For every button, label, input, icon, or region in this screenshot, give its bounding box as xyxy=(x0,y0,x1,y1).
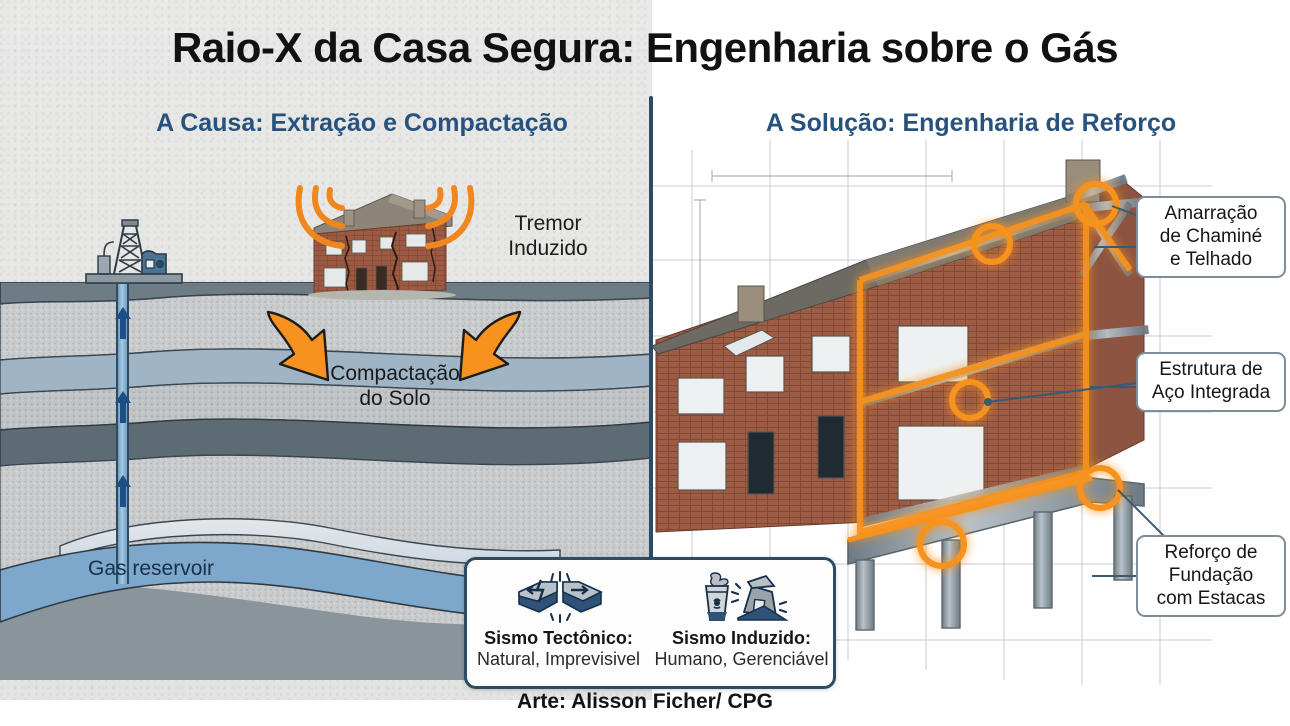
leader-line-1 xyxy=(1094,246,1138,248)
industrial-plant-collapsing-house-icon xyxy=(694,568,790,624)
seismic-wave-icon xyxy=(295,185,345,249)
left-panel-subtitle: A Causa: Extração e Compactação xyxy=(156,109,568,137)
foundation-pile-icon xyxy=(855,495,1133,631)
tremor-label: Tremor Induzido xyxy=(508,212,588,260)
callout-steel-structure[interactable]: Estrutura de Aço Integrada xyxy=(1136,352,1286,412)
art-credit: Arte: Alisson Ficher/ CPG xyxy=(517,690,773,713)
page-title: Raio-X da Casa Segura: Engenharia sobre … xyxy=(171,24,1119,71)
drilling-rig-icon xyxy=(85,219,183,284)
leader-line-3 xyxy=(1092,575,1138,577)
gas-flow-up-arrow-icon xyxy=(115,391,131,423)
footer-bar xyxy=(0,700,1290,726)
gas-reservoir-label: Gas reservoir xyxy=(88,557,215,580)
title-band: Raio-X da Casa Segura: Engenharia sobre … xyxy=(0,0,1290,96)
compaction-down-arrow-icon xyxy=(458,310,522,382)
legend-title-induced: Sismo Induzido: xyxy=(672,628,811,648)
legend-box: Sismo Tectônico: Natural, Imprevisivel xyxy=(464,557,836,689)
legend-item-induced: Sismo Induzido: Humano, Gerenciável xyxy=(650,560,833,686)
cracked-house-icon xyxy=(308,193,456,300)
callout-chimney-roof-tie[interactable]: Amarração de Chaminé e Telhado xyxy=(1136,196,1286,279)
gas-flow-up-arrow-icon xyxy=(115,475,131,507)
tectonic-plates-icon xyxy=(513,568,605,624)
gas-flow-up-arrow-icon xyxy=(115,307,131,339)
reinforced-house-diagram xyxy=(652,140,1212,685)
legend-title-tectonic: Sismo Tectônico: xyxy=(484,628,633,648)
callout-foundation-piles[interactable]: Reforço de Fundação com Estacas xyxy=(1136,535,1286,618)
compaction-down-arrow-icon xyxy=(266,310,330,382)
right-panel-subtitle: A Solução: Engenharia de Reforço xyxy=(765,109,1177,137)
panel-divider xyxy=(649,96,653,680)
legend-desc-tectonic: Natural, Imprevisivel xyxy=(476,649,641,669)
legend-item-tectonic: Sismo Tectônico: Natural, Imprevisivel xyxy=(467,560,650,686)
legend-desc-induced: Humano, Gerenciável xyxy=(654,649,829,669)
seismic-wave-icon xyxy=(425,185,475,249)
wellbore-icon xyxy=(116,284,129,584)
leader-line-2 xyxy=(1090,386,1138,388)
soil-compaction-label: Compactação do Solo xyxy=(330,362,460,410)
